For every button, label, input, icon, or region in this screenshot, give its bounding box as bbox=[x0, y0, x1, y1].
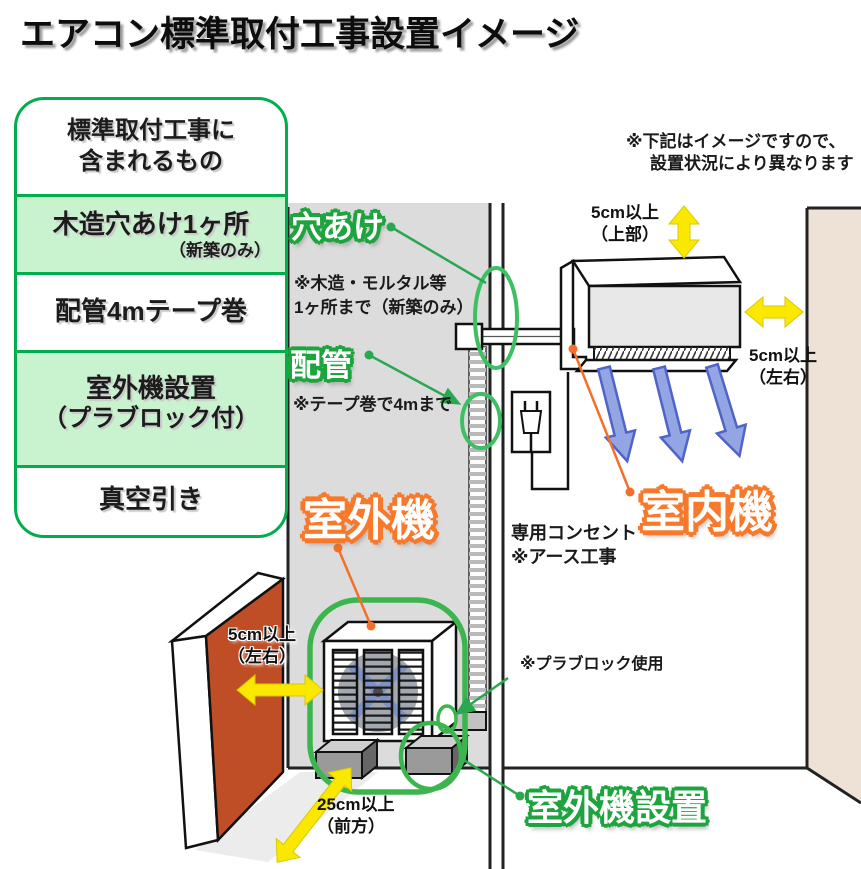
pipe-label: 配管 bbox=[290, 348, 352, 383]
pla-block-note: ※プラブロック使用 bbox=[520, 656, 664, 673]
orange-connectors bbox=[333, 344, 635, 631]
left-fence-wall bbox=[167, 571, 286, 850]
disclaimer-note: ※下記はイメージですので、 設置状況により異なります bbox=[626, 131, 854, 175]
block-highlight-circle bbox=[398, 720, 464, 792]
legend-item-outdoor: 室外機設置 （プラブロック付） bbox=[17, 350, 285, 465]
indoor-unit-label: 室内機 bbox=[641, 488, 773, 537]
hole-note: ※木造・モルタル等 1ヶ所まで（新築のみ） bbox=[294, 274, 474, 317]
outdoor-unit-label: 室外機 bbox=[303, 496, 435, 545]
outdoor-unit bbox=[320, 619, 460, 744]
clearance-left-label: 5cm以上 （左右） bbox=[228, 625, 297, 666]
clearance-arrow-top bbox=[667, 205, 701, 259]
hole-label: 穴あけ bbox=[291, 210, 384, 245]
page-title: エアコン標準取付工事設置イメージ bbox=[20, 15, 580, 54]
clearance-arrows bbox=[236, 205, 804, 863]
outdoor-unit-grille bbox=[331, 648, 425, 736]
interior-side-wall bbox=[805, 206, 861, 805]
disclaimer-line1: ※下記はイメージですので、 bbox=[626, 132, 846, 151]
pipe-note: ※テープ巻で4mまで bbox=[293, 395, 453, 414]
legend-header: 標準取付工事に 含まれるもの bbox=[67, 117, 235, 175]
taped-pipe bbox=[447, 346, 487, 731]
hole-highlight-ellipse bbox=[473, 266, 519, 370]
power-outlet-icon bbox=[510, 372, 570, 491]
pipe-highlight-circle bbox=[460, 392, 502, 450]
legend-item-piping: 配管4mテープ巻 bbox=[17, 272, 285, 350]
disclaimer-line2: 設置状況により異なります bbox=[650, 154, 854, 173]
clearance-arrow-front bbox=[275, 767, 353, 863]
clearance-right-label: 5cm以上 （左右） bbox=[749, 346, 818, 387]
clearance-top-label: 5cm以上 （上部） bbox=[591, 203, 660, 244]
green-connectors bbox=[364, 222, 525, 801]
clearance-arrow-left bbox=[236, 673, 324, 707]
wall-through-pipe bbox=[454, 322, 576, 351]
legend-item-hole: 木造穴あけ1ヶ所 （新築のみ） bbox=[17, 194, 285, 272]
outdoor-install-label: 室外機設置 bbox=[527, 787, 708, 828]
clearance-front-label: 25cm以上 （前方） bbox=[317, 795, 395, 836]
house-wall-cross-section bbox=[488, 203, 505, 869]
clearance-arrow-right bbox=[744, 295, 804, 329]
outlet-note: 専用コンセント ※アース工事 bbox=[511, 523, 637, 567]
indoor-unit-vent bbox=[593, 346, 731, 361]
legend-box: 標準取付工事に 含まれるもの 木造穴あけ1ヶ所 （新築のみ） 配管4mテープ巻 … bbox=[14, 97, 288, 538]
pipe-base-ellipse bbox=[436, 704, 458, 734]
legend-item-vacuum: 真空引き bbox=[17, 465, 285, 532]
indoor-unit bbox=[559, 255, 743, 373]
